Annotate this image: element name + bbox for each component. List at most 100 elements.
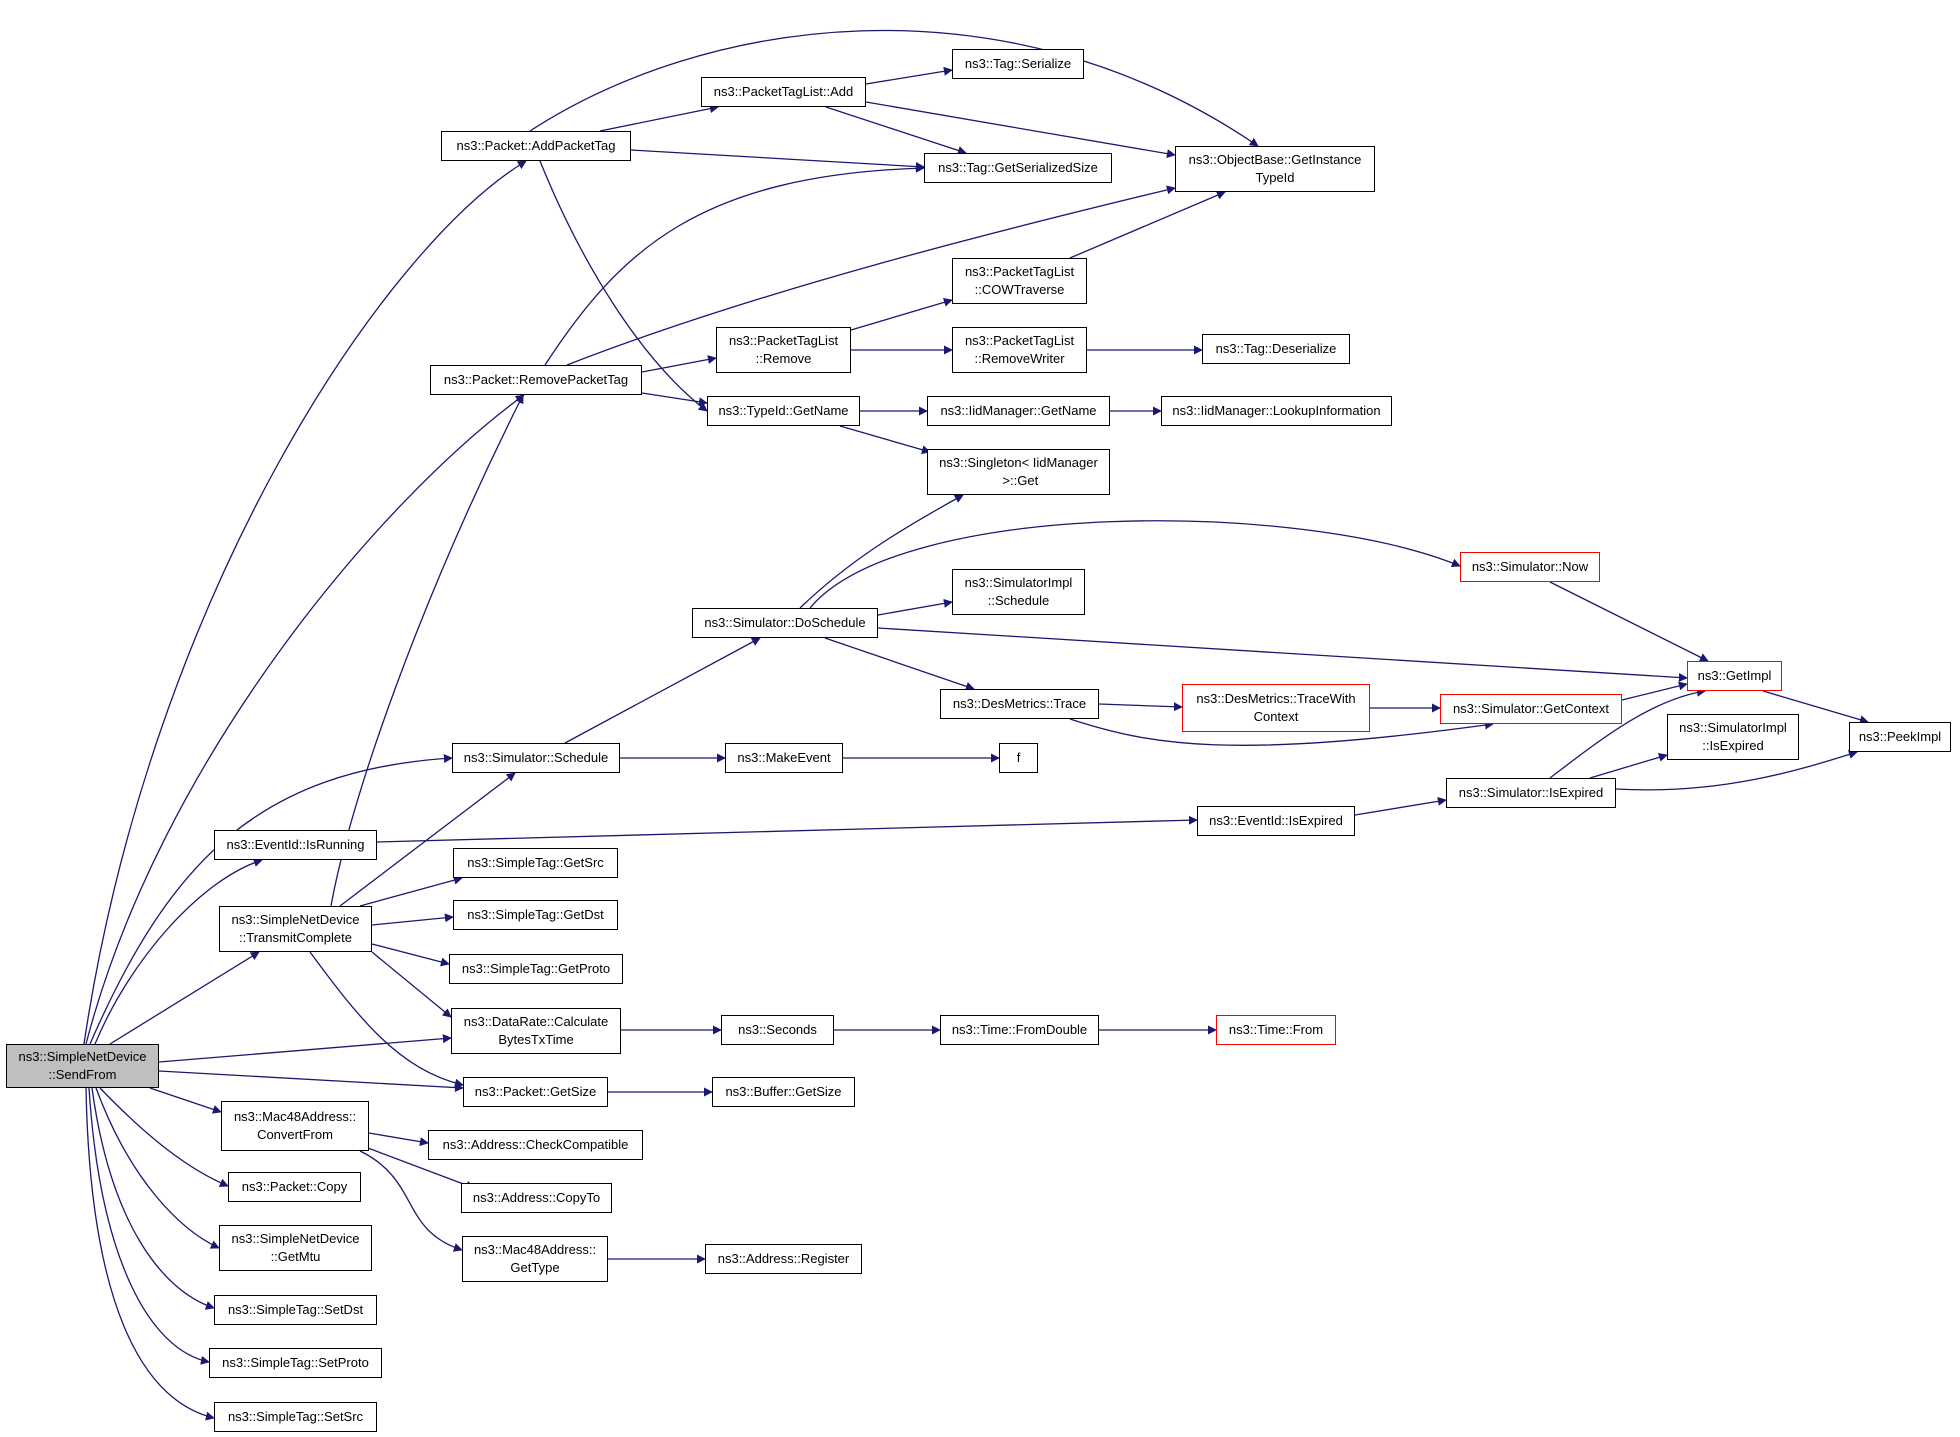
node-time-fromdouble[interactable]: ns3::Time::FromDouble (940, 1015, 1099, 1045)
edge-sendfrom-to-packet-getsize (158, 1070, 464, 1093)
edge-ptl-cowtraverse-to-getinstancetypeid (1069, 191, 1226, 259)
node-packet-copy[interactable]: ns3::Packet::Copy (228, 1172, 361, 1202)
edge-typeid-getname-to-singleton-get (839, 425, 931, 455)
node-getproto[interactable]: ns3::SimpleTag::GetProto (449, 954, 623, 984)
edge-sim-doschedule-to-getimpl (877, 627, 1688, 682)
node-iid-lookupinformation[interactable]: ns3::IidManager::LookupInformation (1161, 396, 1392, 426)
node-getsrc[interactable]: ns3::SimpleTag::GetSrc (453, 848, 618, 878)
node-transmitcomplete[interactable]: ns3::SimpleNetDevice ::TransmitComplete (219, 906, 372, 952)
edge-sim-isexpired-to-peekimpl (1615, 750, 1858, 791)
node-peekimpl[interactable]: ns3::PeekImpl (1849, 722, 1951, 752)
edge-ptl-add-to-tag-serialize (865, 66, 953, 85)
node-addr-register[interactable]: ns3::Address::Register (705, 1244, 862, 1274)
edge-eventid-isrunning-to-eventid-isexpired (376, 815, 1198, 843)
edge-transmitcomplete-to-getsrc (359, 875, 463, 907)
edge-transmitcomplete-to-sim-schedule (339, 772, 516, 907)
edge-sendfrom-to-removepackettag (85, 394, 525, 1045)
edge-getimpl-to-peekimpl (1762, 690, 1869, 725)
node-ptl-add[interactable]: ns3::PacketTagList::Add (701, 77, 866, 107)
edge-removepackettag-to-getinstancetypeid (566, 185, 1176, 366)
edge-addpackettag-to-getinstancetypeid (529, 29, 1259, 147)
node-iid-getname[interactable]: ns3::IidManager::GetName (927, 396, 1110, 426)
edge-sim-schedule-to-sim-doschedule (564, 637, 761, 744)
node-getmtu[interactable]: ns3::SimpleNetDevice ::GetMtu (219, 1225, 372, 1271)
node-time-from[interactable]: ns3::Time::From (1216, 1015, 1336, 1045)
edge-convertfrom-to-addr-checkcompatible (368, 1132, 429, 1147)
node-desmetrics-trace[interactable]: ns3::DesMetrics::Trace (940, 689, 1099, 719)
edge-sendfrom-to-getmtu (95, 1087, 220, 1249)
edge-sendfrom-to-addpackettag (83, 160, 527, 1045)
edge-desmetrics-trace-to-desmetrics-tracewithcontext (1098, 702, 1183, 712)
node-sendfrom: ns3::SimpleNetDevice ::SendFrom (6, 1044, 159, 1088)
node-addpackettag[interactable]: ns3::Packet::AddPacketTag (441, 131, 631, 161)
edge-sim-doschedule-to-sim-now (809, 520, 1461, 609)
edge-sendfrom-to-calcbytes (158, 1034, 452, 1063)
edge-sendfrom-to-setproto (88, 1087, 210, 1365)
node-addr-copyto[interactable]: ns3::Address::CopyTo (461, 1183, 612, 1213)
node-getinstancetypeid[interactable]: ns3::ObjectBase::GetInstance TypeId (1175, 146, 1375, 192)
node-sim-now[interactable]: ns3::Simulator::Now (1460, 552, 1600, 582)
node-simimpl-schedule[interactable]: ns3::SimulatorImpl ::Schedule (952, 569, 1085, 615)
edge-sendfrom-to-setsrc (85, 1087, 215, 1421)
edge-sendfrom-to-transmitcomplete (109, 951, 260, 1045)
node-sim-schedule[interactable]: ns3::Simulator::Schedule (452, 743, 620, 773)
edge-sim-isexpired-to-getimpl (1549, 687, 1706, 779)
edge-transmitcomplete-to-getdst (371, 913, 454, 926)
edge-sim-doschedule-to-desmetrics-trace (824, 637, 975, 691)
edge-addpackettag-to-typeid-getname (539, 160, 708, 412)
edge-ptl-remove-to-ptl-cowtraverse (850, 297, 953, 331)
node-setsrc[interactable]: ns3::SimpleTag::SetSrc (214, 1402, 377, 1432)
node-tag-deserialize[interactable]: ns3::Tag::Deserialize (1202, 334, 1350, 364)
edge-sim-doschedule-to-simimpl-schedule (877, 598, 953, 616)
node-simimpl-isexpired[interactable]: ns3::SimulatorImpl ::IsExpired (1667, 714, 1799, 760)
node-desmetrics-tracewithcontext[interactable]: ns3::DesMetrics::TraceWith Context (1182, 684, 1370, 732)
edge-addpackettag-to-ptl-add (599, 104, 719, 132)
edge-transmitcomplete-to-packet-getsize (309, 951, 464, 1088)
edge-transmitcomplete-to-getproto (371, 943, 450, 967)
edge-ptl-add-to-tag-getserializedsize (825, 106, 967, 155)
node-removepackettag[interactable]: ns3::Packet::RemovePacketTag (430, 365, 642, 395)
node-typeid-getname[interactable]: ns3::TypeId::GetName (707, 396, 860, 426)
edge-desmetrics-trace-to-sim-getcontext (1069, 718, 1494, 746)
edge-sim-getcontext-to-getimpl (1621, 681, 1688, 701)
node-singleton-get[interactable]: ns3::Singleton< IidManager >::Get (927, 449, 1110, 495)
node-sim-doschedule[interactable]: ns3::Simulator::DoSchedule (692, 608, 878, 638)
node-makeevent[interactable]: ns3::MakeEvent (725, 743, 843, 773)
edge-sim-doschedule-to-singleton-get (799, 494, 964, 609)
node-ptl-removewriter[interactable]: ns3::PacketTagList ::RemoveWriter (952, 327, 1087, 373)
node-ptl-remove[interactable]: ns3::PacketTagList ::Remove (716, 327, 851, 373)
node-getdst[interactable]: ns3::SimpleTag::GetDst (453, 900, 618, 930)
node-seconds[interactable]: ns3::Seconds (721, 1015, 834, 1045)
edge-sendfrom-to-packet-copy (99, 1087, 229, 1188)
node-addr-checkcompatible[interactable]: ns3::Address::CheckCompatible (428, 1130, 643, 1160)
edge-sim-now-to-getimpl (1549, 581, 1709, 662)
node-sim-isexpired[interactable]: ns3::Simulator::IsExpired (1446, 778, 1616, 808)
node-eventid-isexpired[interactable]: ns3::EventId::IsExpired (1197, 806, 1355, 836)
edge-convertfrom-to-mac48-gettype (359, 1150, 463, 1252)
node-buffer-getsize[interactable]: ns3::Buffer::GetSize (712, 1077, 855, 1107)
edge-removepackettag-to-typeid-getname (641, 392, 708, 407)
node-calcbytes[interactable]: ns3::DataRate::Calculate BytesTxTime (451, 1008, 621, 1054)
edge-removepackettag-to-ptl-remove (641, 355, 717, 373)
node-setdst[interactable]: ns3::SimpleTag::SetDst (214, 1295, 377, 1325)
node-tag-getserializedsize[interactable]: ns3::Tag::GetSerializedSize (924, 153, 1112, 183)
edge-sim-isexpired-to-simimpl-isexpired (1589, 753, 1668, 779)
edge-ptl-add-to-getinstancetypeid (865, 101, 1176, 159)
node-tag-serialize[interactable]: ns3::Tag::Serialize (952, 49, 1084, 79)
edge-transmitcomplete-to-calcbytes (371, 951, 452, 1018)
node-getimpl[interactable]: ns3::GetImpl (1687, 661, 1782, 691)
edge-sendfrom-to-setdst (91, 1087, 215, 1310)
edge-sendfrom-to-convertfrom (149, 1087, 222, 1114)
edge-removepackettag-to-tag-getserializedsize (544, 163, 925, 366)
node-f[interactable]: f (999, 743, 1038, 773)
node-setproto[interactable]: ns3::SimpleTag::SetProto (209, 1348, 382, 1378)
node-eventid-isrunning[interactable]: ns3::EventId::IsRunning (214, 830, 377, 860)
edge-convertfrom-to-addr-copyto (367, 1147, 475, 1190)
node-sim-getcontext[interactable]: ns3::Simulator::GetContext (1440, 694, 1622, 724)
node-packet-getsize[interactable]: ns3::Packet::GetSize (463, 1077, 608, 1107)
node-mac48-gettype[interactable]: ns3::Mac48Address:: GetType (462, 1236, 608, 1282)
node-convertfrom[interactable]: ns3::Mac48Address:: ConvertFrom (221, 1101, 369, 1151)
edge-addpackettag-to-tag-getserializedsize (630, 149, 925, 172)
edge-sendfrom-to-sim-schedule (89, 754, 453, 1045)
node-ptl-cowtraverse[interactable]: ns3::PacketTagList ::COWTraverse (952, 258, 1087, 304)
